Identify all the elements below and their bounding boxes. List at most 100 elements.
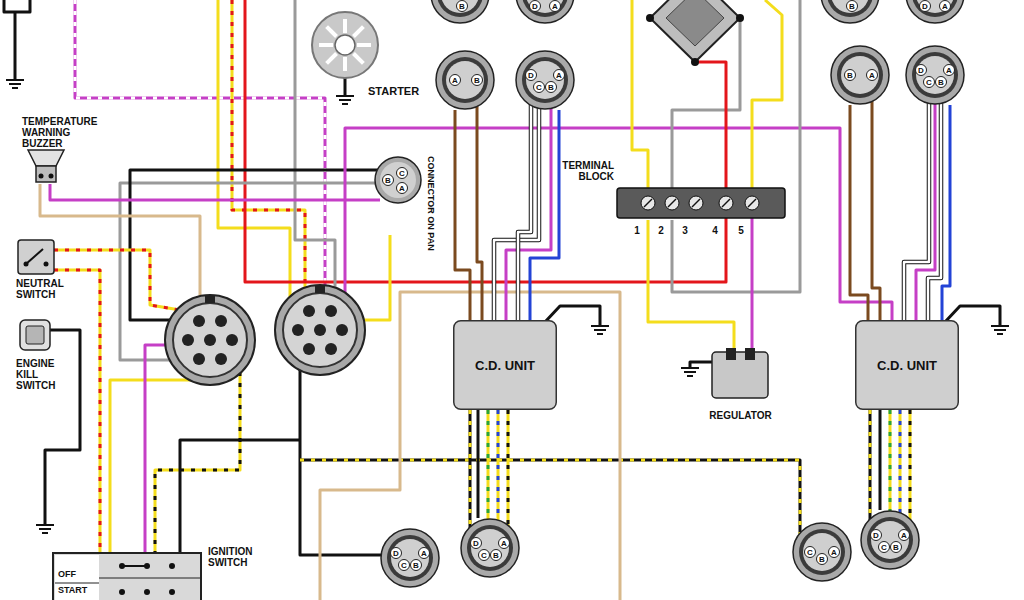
plug-connector: BA xyxy=(830,45,890,105)
plug-ring xyxy=(827,0,873,17)
wire xyxy=(916,100,935,320)
pin-socket xyxy=(534,82,545,93)
part-label: IGNITION SWITCH xyxy=(208,546,270,568)
regulator-body xyxy=(712,352,768,398)
screw-slot xyxy=(644,199,652,207)
pin-socket xyxy=(550,1,561,12)
regulator-terminal xyxy=(726,348,736,360)
cd-unit: C.D. UNIT xyxy=(453,320,557,410)
pin-letter: A xyxy=(946,66,952,75)
pin-letter: C xyxy=(926,78,932,87)
ground-symbol xyxy=(991,326,1009,334)
plug-ring xyxy=(387,535,433,581)
cd-unit-box xyxy=(454,321,557,410)
starter-tooth xyxy=(353,53,363,63)
regulator: REGULATOR xyxy=(698,350,783,400)
rectifier-terminal xyxy=(691,58,699,66)
multi-pin-connector xyxy=(275,285,365,375)
pin-letter: D xyxy=(922,2,928,11)
ground-symbol xyxy=(591,326,609,334)
wire-stripe xyxy=(54,250,180,310)
plug-body xyxy=(906,46,964,104)
starter-body xyxy=(312,12,378,78)
pin-letter: B xyxy=(893,543,899,552)
wire xyxy=(469,410,472,530)
pin-letter: D xyxy=(528,71,534,80)
plug-connector: AB xyxy=(435,50,495,110)
wire xyxy=(300,370,382,555)
wire-connector xyxy=(879,410,882,510)
pin-socket xyxy=(397,168,408,179)
pin-letter: B xyxy=(548,83,554,92)
wire xyxy=(497,410,500,528)
pin-socket xyxy=(847,1,858,12)
terminal-screw xyxy=(641,196,655,210)
plug-connector: DA xyxy=(905,0,965,24)
pin-letter: D xyxy=(532,2,538,11)
pin-letter: A xyxy=(869,71,875,80)
wire xyxy=(869,410,872,522)
wire xyxy=(928,100,941,320)
plug-connector: DCBA xyxy=(460,518,520,578)
pin-letter: C xyxy=(536,83,542,92)
wire xyxy=(218,0,290,300)
pin-socket xyxy=(499,538,510,549)
neutral-switch: NEUTRAL SWITCH xyxy=(14,236,84,304)
wire-connector xyxy=(477,410,480,518)
node-shape xyxy=(435,50,495,110)
part-label: 5 xyxy=(738,225,744,236)
pin-socket xyxy=(829,547,840,558)
plug-face xyxy=(831,0,869,13)
plug-face xyxy=(471,529,509,567)
pin-letter: B xyxy=(819,555,825,564)
rectifier-terminal xyxy=(736,14,744,22)
wire xyxy=(872,100,880,320)
plug-connector: DA xyxy=(515,0,575,24)
wire-connector xyxy=(530,110,559,320)
pin-letter: A xyxy=(942,2,948,11)
wire-stripe xyxy=(889,410,892,522)
part-label: C.D. UNIT xyxy=(877,358,937,373)
wire xyxy=(360,235,390,320)
part-label: STARTER xyxy=(368,85,419,97)
pin-socket xyxy=(817,554,828,565)
pin-letter: C xyxy=(399,169,405,178)
wire xyxy=(155,372,240,555)
pin-letter: A xyxy=(556,71,562,80)
wire-stripe xyxy=(469,410,472,530)
ground-symbol xyxy=(336,96,354,104)
wire xyxy=(909,410,912,522)
wire-connector xyxy=(751,218,754,350)
starter-tooth xyxy=(353,27,363,37)
pin-socket xyxy=(805,547,816,558)
wire-connector xyxy=(942,105,950,320)
wire xyxy=(300,460,800,535)
wire xyxy=(110,380,195,555)
wire xyxy=(50,184,380,200)
starter-motor: STARTER xyxy=(310,10,425,102)
wire xyxy=(145,345,170,555)
wire-stripe xyxy=(487,410,490,528)
ground-symbol xyxy=(36,525,54,533)
pin-letter: C xyxy=(481,551,487,560)
wire xyxy=(648,220,734,352)
pin-letter: B xyxy=(938,78,944,87)
pan-connector-body xyxy=(375,157,421,203)
buzzer-terminal xyxy=(39,174,44,179)
pin-letter: B xyxy=(474,76,480,85)
plug-body xyxy=(516,0,574,23)
pin-socket xyxy=(526,70,537,81)
starter-tooth xyxy=(327,27,337,37)
pin-socket xyxy=(457,1,468,12)
wire xyxy=(889,410,892,522)
switch-body xyxy=(20,320,50,350)
pin-socket xyxy=(472,75,483,86)
pin-socket xyxy=(554,70,565,81)
rectifier xyxy=(650,0,740,62)
kill-switch: ENGINE KILL SWITCH xyxy=(14,318,76,392)
pin-socket xyxy=(411,560,422,571)
pin-socket xyxy=(399,560,410,571)
node-shape xyxy=(830,45,890,105)
pin-socket xyxy=(936,77,947,88)
